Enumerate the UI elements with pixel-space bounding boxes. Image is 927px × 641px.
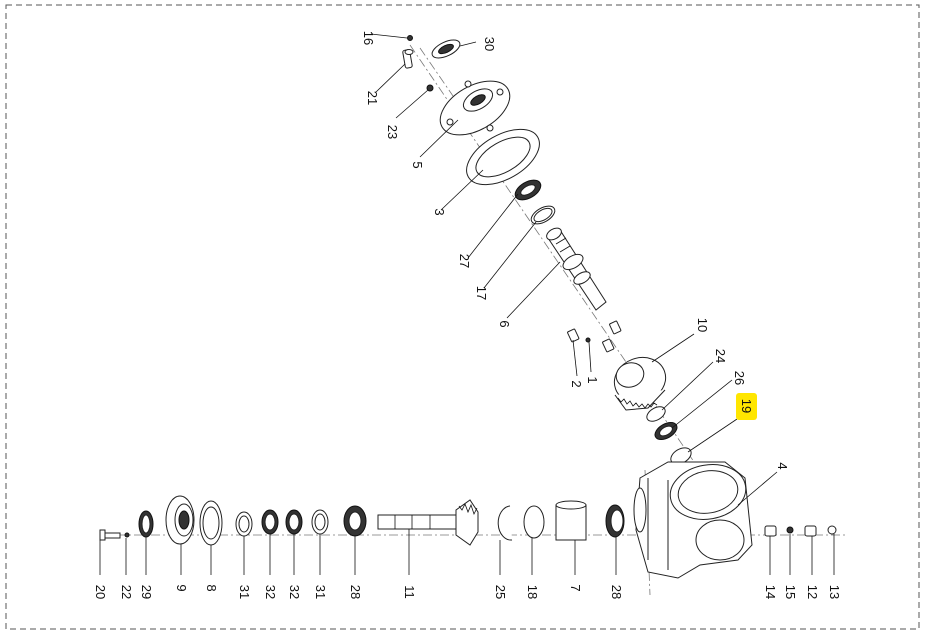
callout-26: 26 <box>732 371 747 385</box>
callout-23: 23 <box>385 125 400 139</box>
diagram-border <box>5 4 920 630</box>
part-21-bolt <box>402 49 414 69</box>
callout-19: 19 <box>739 399 754 413</box>
part-24-ring <box>646 406 666 422</box>
callout-24: 24 <box>713 349 728 363</box>
part-32-nut-a <box>261 509 279 535</box>
part-10-gear <box>613 356 667 411</box>
part-30-seal <box>431 39 461 59</box>
callout-13: 13 <box>827 585 842 599</box>
part-5-cover <box>439 80 511 136</box>
part-7-spacer <box>555 500 587 541</box>
part-26-bearing <box>654 421 678 441</box>
part-28-bearing-b <box>605 504 625 538</box>
callout-14: 14 <box>763 585 778 599</box>
part-12-plug <box>804 525 817 537</box>
part-25-circlip <box>497 505 513 541</box>
callout-5: 5 <box>410 161 425 168</box>
part-18-ring <box>523 505 545 539</box>
callout-4: 4 <box>775 462 790 469</box>
callout-25: 25 <box>493 585 508 599</box>
callout-28-b: 28 <box>609 585 624 599</box>
callout-1: 1 <box>585 376 600 383</box>
callout-2: 2 <box>569 380 584 387</box>
callout-32-b: 32 <box>287 585 302 599</box>
callout-16: 16 <box>361 31 376 45</box>
callout-32-a: 32 <box>263 585 278 599</box>
part-8-gasket <box>199 500 223 546</box>
part-17-ring <box>530 205 556 225</box>
part-15-washer <box>786 526 794 534</box>
callout-31-b: 31 <box>313 585 328 599</box>
callout-29: 29 <box>139 585 154 599</box>
callout-31-a: 31 <box>237 585 252 599</box>
callout-28-a: 28 <box>348 585 363 599</box>
part-32-nut-b <box>285 509 303 535</box>
callout-labels: 16 30 21 23 5 3 27 17 6 10 2 1 24 26 19 … <box>93 31 842 599</box>
part-13-washer <box>827 525 837 535</box>
callout-11: 11 <box>402 585 417 599</box>
callout-15: 15 <box>783 585 798 599</box>
callout-10: 10 <box>695 318 710 332</box>
part-3-gasket <box>466 128 540 186</box>
part-31-ring-a <box>235 511 253 537</box>
part-9-cover <box>165 495 195 545</box>
callout-12: 12 <box>805 585 820 599</box>
callout-30: 30 <box>482 37 497 51</box>
part-28-bearing-a <box>343 505 367 537</box>
part-20-bolt <box>99 529 121 541</box>
part-31-ring-b <box>311 509 329 535</box>
callout-17: 17 <box>474 286 489 300</box>
callout-9: 9 <box>174 584 189 591</box>
callout-leaders <box>99 33 835 575</box>
callout-22: 22 <box>119 585 134 599</box>
highlight-19 <box>736 393 757 420</box>
part-14-plug <box>764 525 777 537</box>
part-11-shaft <box>377 499 479 546</box>
part-16-screw <box>407 35 413 41</box>
callout-20: 20 <box>93 585 108 599</box>
callout-18: 18 <box>525 585 540 599</box>
part-4-housing <box>633 461 753 579</box>
part-6-shaft <box>546 227 607 311</box>
callout-8: 8 <box>204 584 219 591</box>
callout-3: 3 <box>432 208 447 215</box>
callout-21: 21 <box>365 91 380 105</box>
callout-6: 6 <box>497 320 512 327</box>
part-1-2-keys <box>567 320 622 353</box>
part-27-bearing <box>514 179 542 201</box>
callout-7: 7 <box>568 584 583 591</box>
part-22-washer <box>124 532 130 538</box>
part-29-seal <box>138 510 154 538</box>
callout-27: 27 <box>457 254 472 268</box>
part-23-nut <box>426 84 434 92</box>
